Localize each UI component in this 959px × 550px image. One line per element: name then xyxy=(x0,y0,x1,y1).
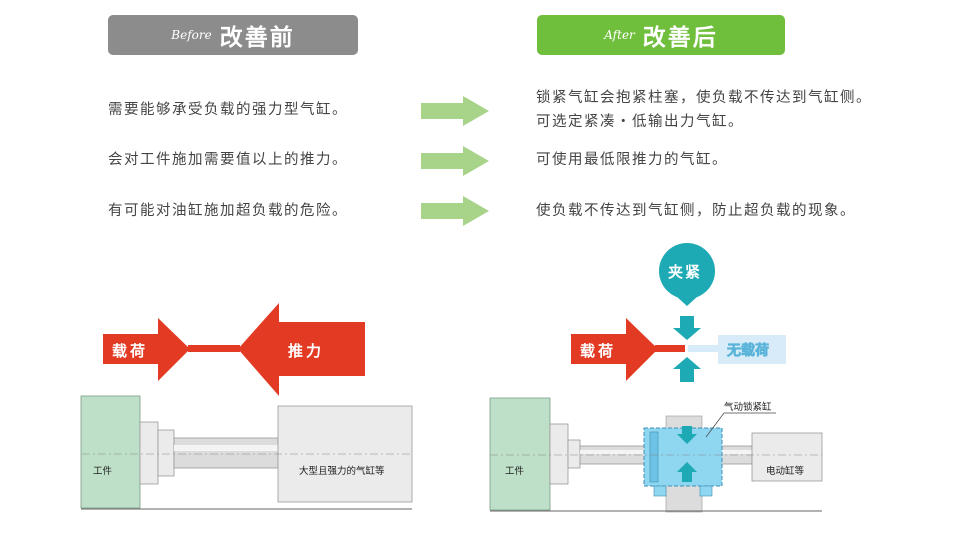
connector-bar xyxy=(188,345,240,352)
no-load-label: 无载荷 xyxy=(726,342,769,359)
workpiece-label: 工件 xyxy=(505,465,525,477)
after-row-2: 可使用最低限推力的气缸。 xyxy=(536,152,728,168)
load-arrow xyxy=(103,318,190,381)
arrow-right-icon xyxy=(421,196,489,226)
workpiece-label: 工件 xyxy=(93,465,113,477)
workpiece-block xyxy=(80,395,141,509)
clamp-label: 夹紧 xyxy=(668,263,702,281)
after-row-1-line-2: 可选定紧凑・低输出力气缸。 xyxy=(536,114,744,130)
no-load-box xyxy=(718,335,786,364)
load-arrow xyxy=(571,318,658,381)
workpiece-block xyxy=(489,397,551,511)
cylinder-label: 大型且强力的气缸等 xyxy=(299,465,385,477)
after-row-3: 使负载不传达到气缸侧，防止超负载的现象。 xyxy=(536,203,856,219)
before-row-2: 会对工件施加需要值以上的推力。 xyxy=(108,152,348,168)
load-label: 载荷 xyxy=(112,342,148,360)
before-title: 改善前 xyxy=(219,25,295,51)
cylinder-label: 电动缸等 xyxy=(766,465,805,477)
before-small-label: Before xyxy=(171,28,212,42)
before-row-3: 有可能对油缸施加超负载的危险。 xyxy=(108,203,348,219)
thrust-arrow xyxy=(238,303,365,396)
load-label: 载荷 xyxy=(580,342,616,360)
after-row-1-line-1: 锁紧气缸会抱紧柱塞，使负载不传达到气缸侧。 xyxy=(536,90,872,106)
before-row-1: 需要能够承受负载的强力型气缸。 xyxy=(108,102,348,118)
piston-rod xyxy=(173,437,279,469)
electric-cylinder xyxy=(751,432,823,482)
after-title: 改善后 xyxy=(642,25,718,51)
before-badge: Before 改善前 xyxy=(108,15,358,55)
lock-cylinder-label: 气动锁紧缸 xyxy=(724,401,772,413)
after-badge: After 改善后 xyxy=(537,15,785,55)
clamp-down-arrow xyxy=(673,316,701,340)
arrow-right-icon xyxy=(421,146,489,176)
clamp-callout xyxy=(659,243,715,299)
arrow-right-icon xyxy=(421,96,489,126)
thrust-label: 推力 xyxy=(288,342,324,360)
clamp-up-arrow xyxy=(673,357,701,382)
after-small-label: After xyxy=(604,28,635,42)
